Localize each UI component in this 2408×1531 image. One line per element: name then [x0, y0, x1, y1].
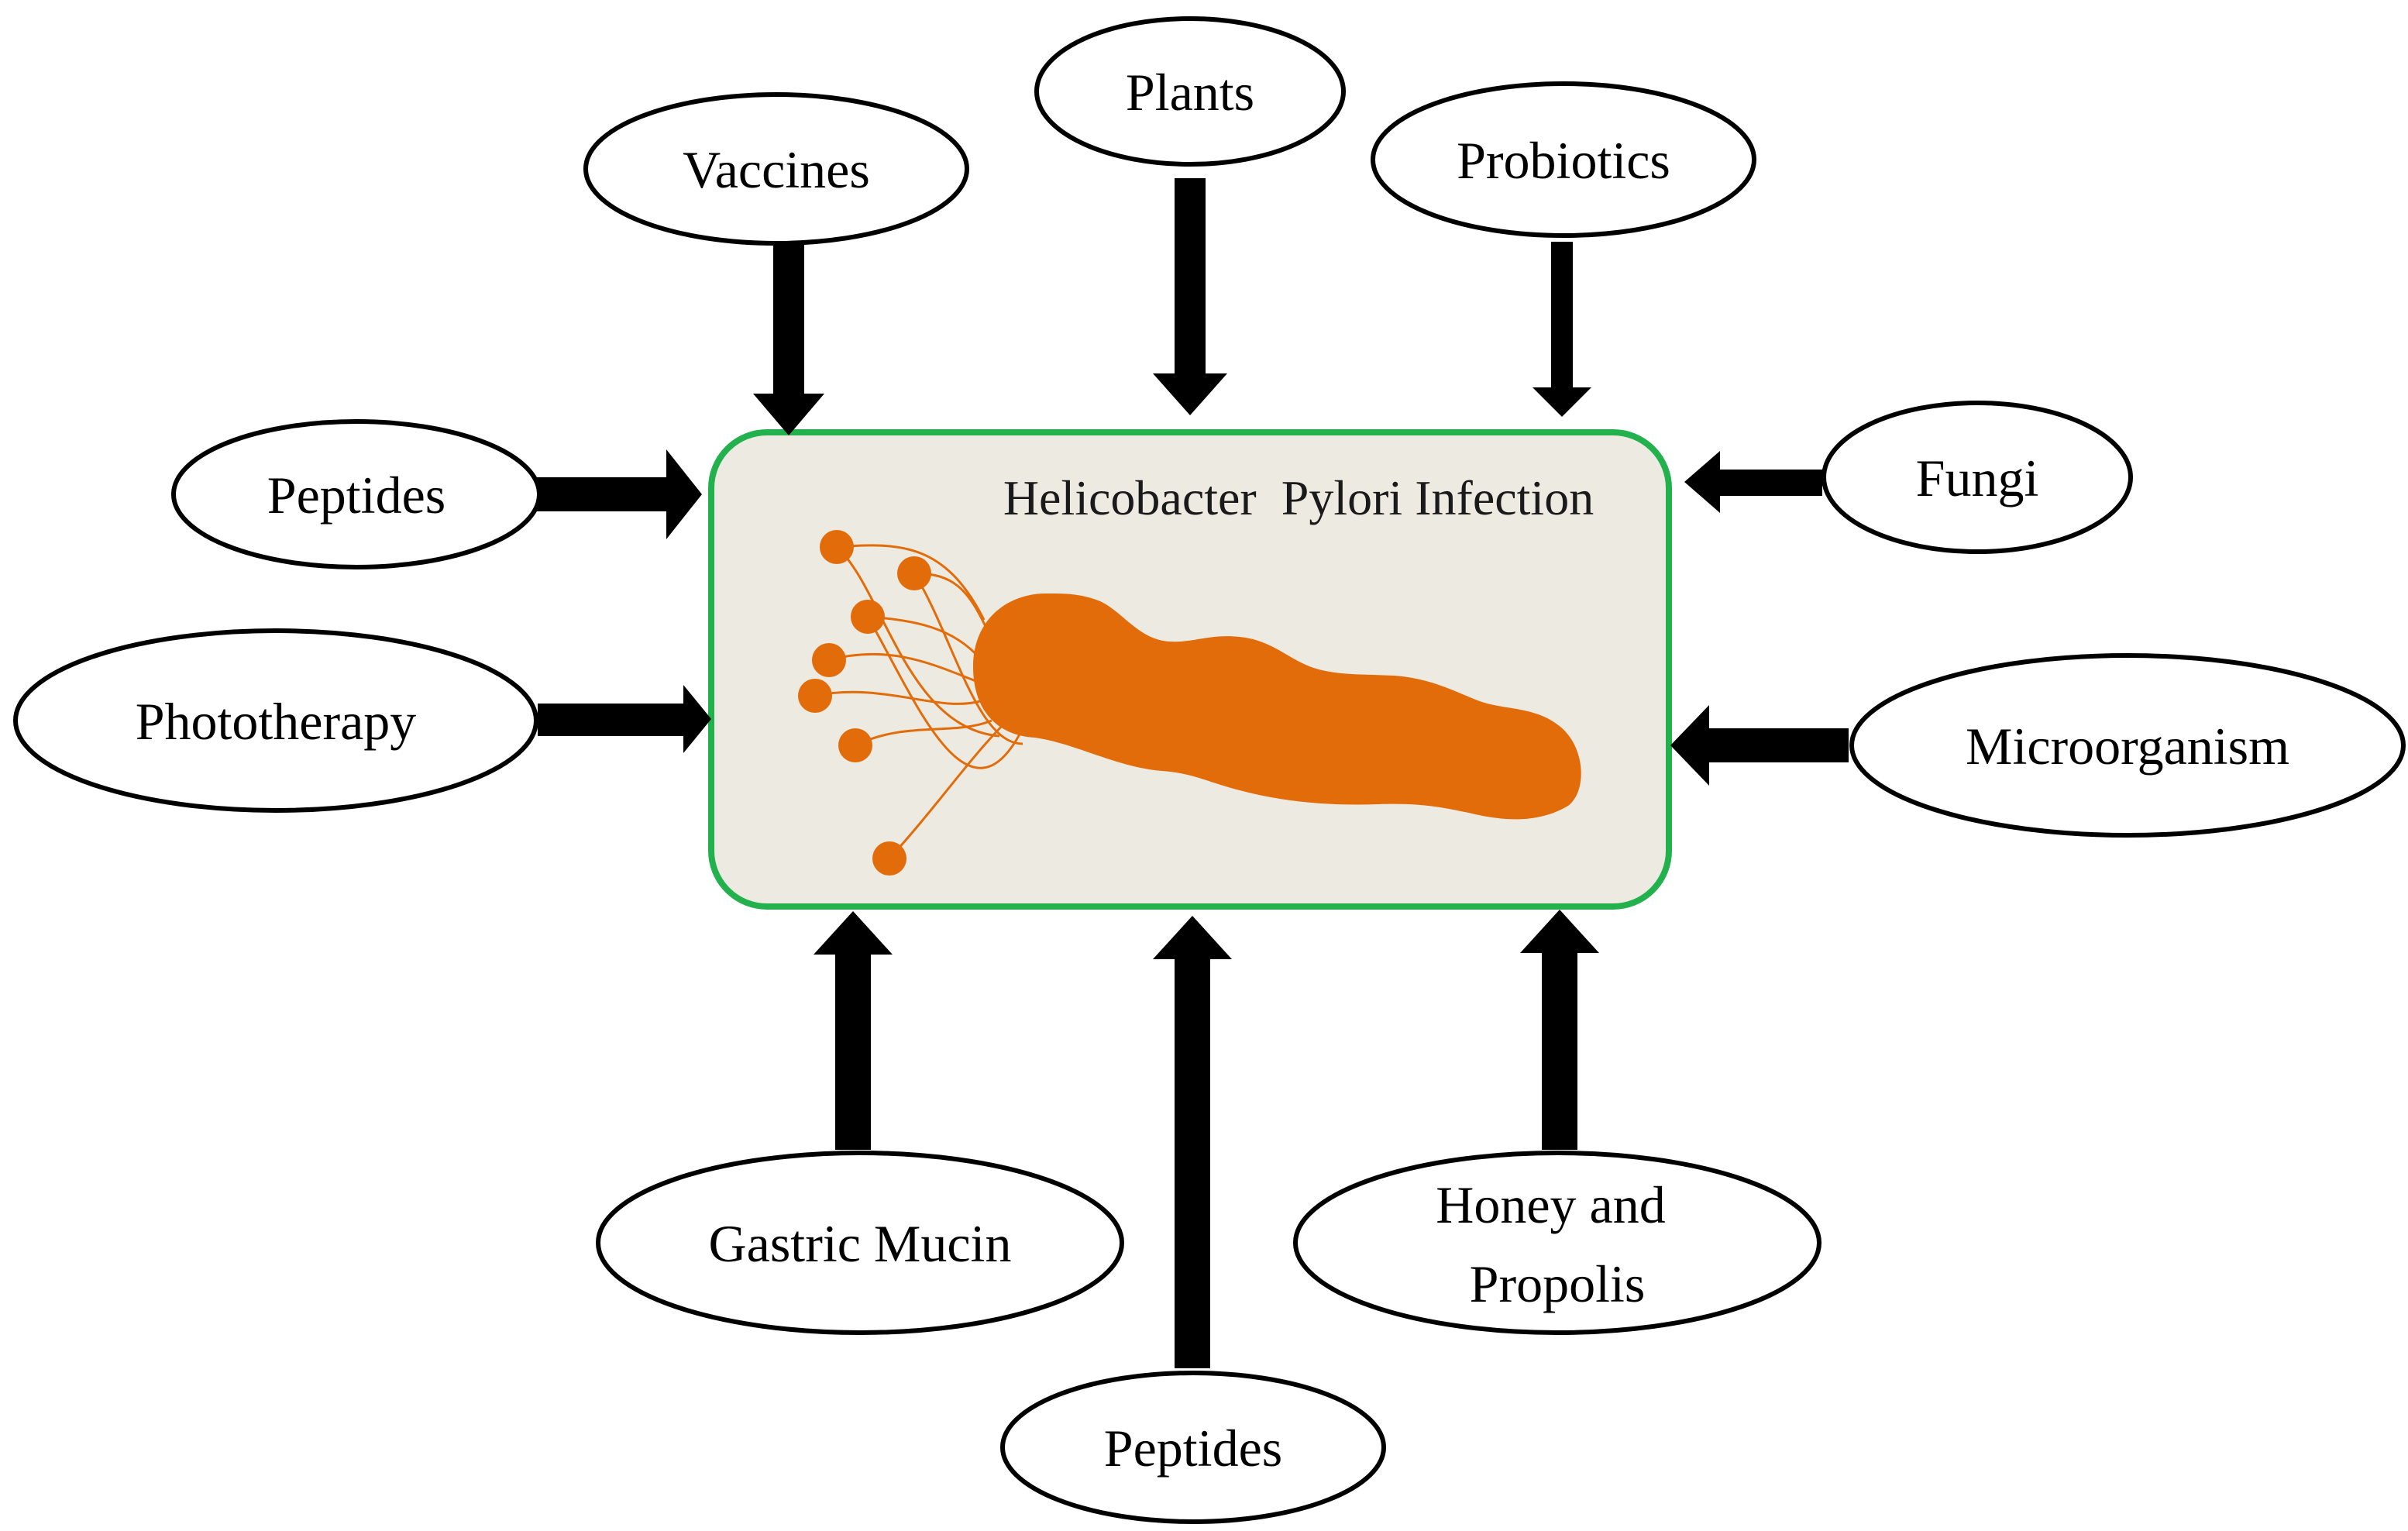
arrow-plants	[1153, 178, 1227, 415]
node-phototherapy-shape	[13, 628, 538, 813]
center-title: Helicobacter Pylori Infection	[1003, 470, 1594, 525]
node-honey-propolis-line-1: Honey and	[1436, 1175, 1665, 1234]
node-phototherapy: Phototherapy	[13, 628, 538, 813]
node-honey-propolis-line-2: Propolis	[1470, 1254, 1646, 1313]
node-microorganism-label: Microorganism	[1966, 717, 2289, 776]
flagellum	[814, 690, 981, 705]
flagellum-tip	[812, 643, 846, 677]
node-plants: Plants	[1034, 16, 1346, 167]
arrow-peptides-left	[535, 449, 702, 539]
node-vaccines-shape	[583, 92, 969, 246]
node-gastric-mucin-label: Gastric Mucin	[709, 1214, 1012, 1273]
arrow-gastric-mucin	[814, 911, 893, 1150]
flagellum	[866, 616, 1024, 769]
flagellum	[835, 545, 1000, 738]
flagellum-tip	[872, 841, 906, 876]
node-peptides-bottom: Peptides	[1000, 1371, 1386, 1524]
node-probiotics-label: Probiotics	[1457, 131, 1670, 190]
node-honey-propolis: Honey and Propolis	[1293, 1151, 1821, 1335]
node-peptides-left-shape	[171, 419, 542, 569]
node-vaccines-label: Vaccines	[683, 140, 870, 199]
arrow-microorganism	[1670, 705, 1849, 786]
bacterium-body	[973, 593, 1581, 820]
node-microorganism-shape	[1849, 653, 2406, 838]
node-microorganism: Microorganism	[1849, 653, 2406, 838]
flagellum-tip	[897, 556, 931, 590]
arrows	[535, 178, 1849, 1368]
node-fungi-shape	[1821, 401, 2133, 554]
node-plants-label: Plants	[1126, 63, 1254, 122]
bacterium-icon	[798, 530, 1581, 876]
arrow-fungi	[1684, 451, 1822, 513]
node-probiotics-shape	[1371, 81, 1756, 238]
node-peptides-left: Peptides	[171, 419, 542, 569]
node-peptides-left-label: Peptides	[267, 466, 445, 525]
node-probiotics: Probiotics	[1371, 81, 1756, 238]
flagellum-tip	[851, 600, 885, 634]
arrow-probiotics	[1533, 242, 1591, 417]
treatment-nodes: Plants Vaccines Probiotics Peptides Phot…	[13, 16, 2406, 1524]
flagellum	[836, 544, 986, 621]
flagellum-tip	[820, 530, 854, 564]
node-peptides-bottom-label: Peptides	[1104, 1419, 1282, 1478]
node-vaccines: Vaccines	[583, 92, 969, 246]
arrow-vaccines	[753, 245, 824, 435]
arrow-peptides-bottom	[1153, 916, 1232, 1368]
node-gastric-mucin-shape	[596, 1151, 1124, 1335]
flagellum	[855, 719, 992, 747]
node-honey-propolis-label: Honey and Propolis	[1436, 1175, 1678, 1313]
flagellum	[913, 573, 1023, 745]
arrow-honey-propolis	[1520, 910, 1599, 1150]
arrow-phototherapy	[538, 685, 711, 753]
node-peptides-bottom-shape	[1000, 1371, 1386, 1524]
flagellum-tip	[838, 728, 872, 762]
node-plants-shape	[1034, 16, 1346, 167]
node-gastric-mucin: Gastric Mucin	[596, 1151, 1124, 1335]
flagellum-tip	[798, 679, 832, 713]
center-box: Helicobacter Pylori Infection	[708, 429, 1672, 910]
node-honey-propolis-shape	[1293, 1151, 1821, 1335]
node-fungi: Fungi	[1821, 401, 2133, 554]
node-fungi-label: Fungi	[1916, 449, 2039, 507]
node-phototherapy-label: Phototherapy	[136, 692, 417, 751]
